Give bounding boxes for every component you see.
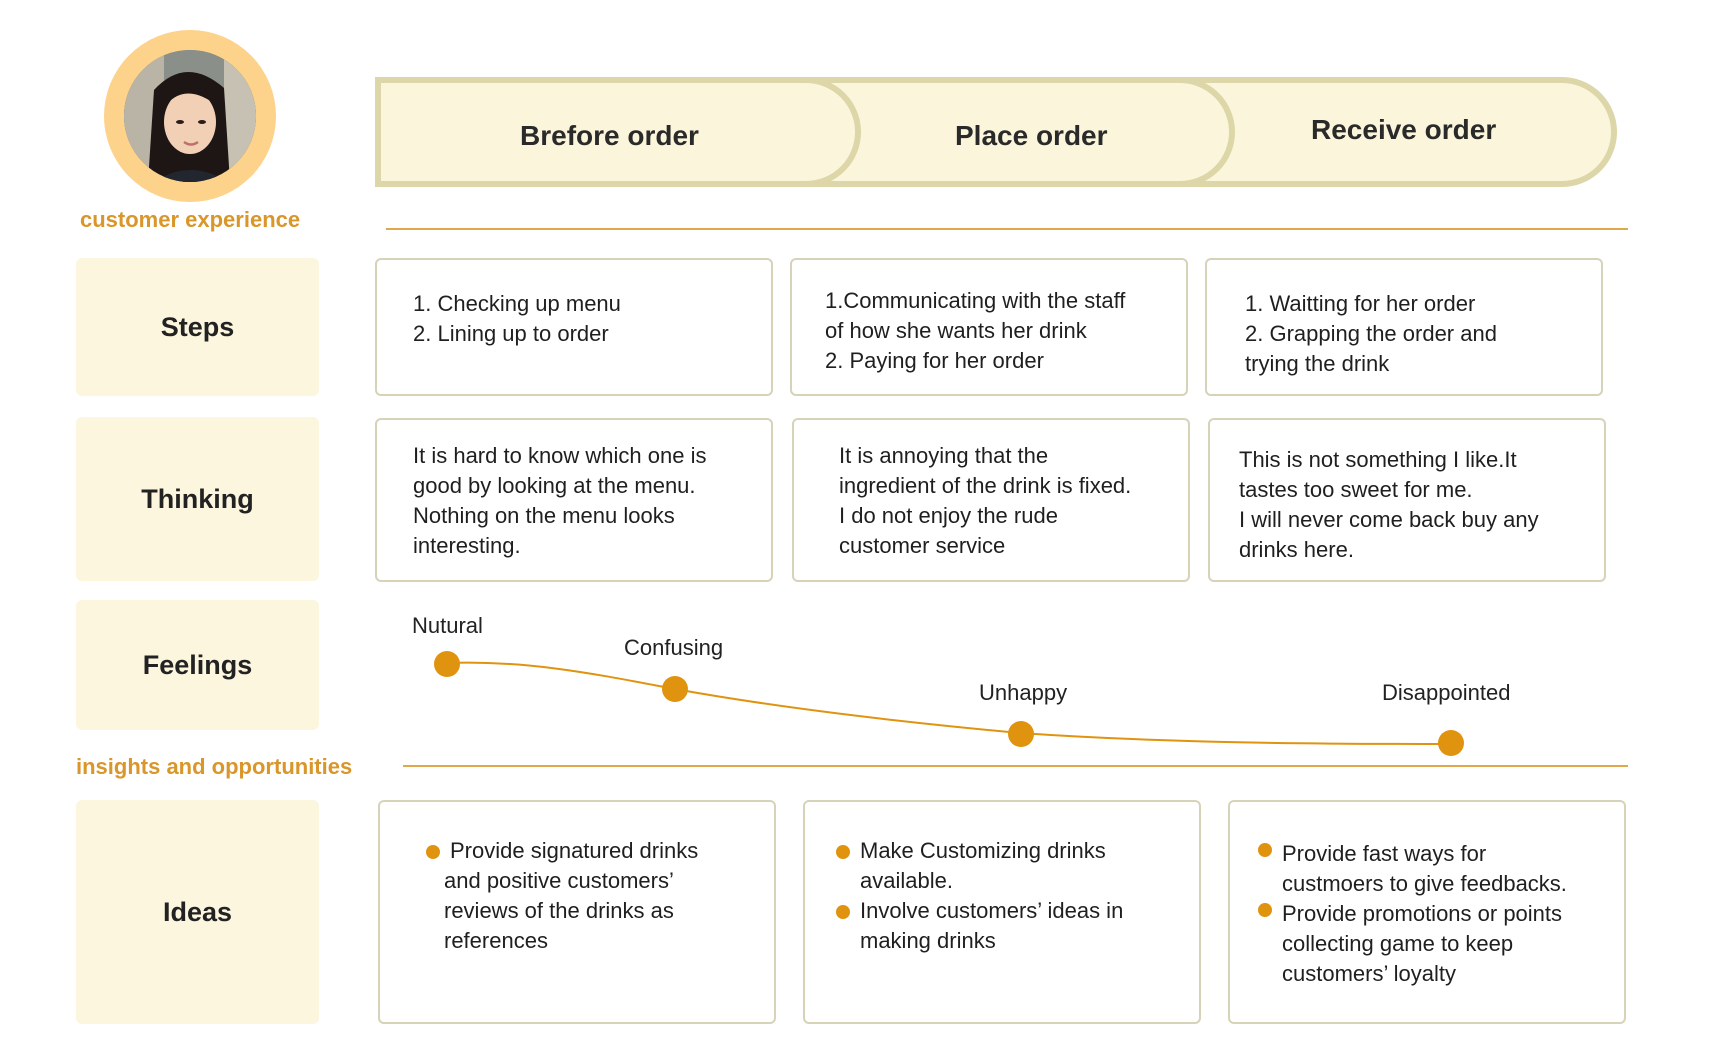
feeling-label-confusing: Confusing xyxy=(624,635,724,660)
bullet-dot-icon xyxy=(426,845,440,859)
idea-line: Provide promotions or points xyxy=(1282,901,1563,926)
stage-shape-receive xyxy=(1127,77,1617,187)
steps-card-2: 1.Communicating with the staff of how sh… xyxy=(790,258,1188,396)
stage-arrows xyxy=(375,77,1617,187)
idea-line: Make Customizing drinks xyxy=(860,838,1106,863)
idea-line: Provide signatured drinks xyxy=(450,838,699,863)
idea-line: custmoers to give feedbacks. xyxy=(1282,871,1567,896)
ideas-card-3: Provide fast ways for custmoers to give … xyxy=(1228,800,1626,1024)
stage-shape-place xyxy=(752,77,1235,187)
thinking-card-2-line: customer service xyxy=(839,533,1006,558)
feeling-point-disappointed xyxy=(1438,730,1464,756)
steps-card-3-line: 1. Waitting for her order xyxy=(1245,291,1476,316)
idea-line: Involve customers’ ideas in xyxy=(860,898,1124,923)
thinking-card-2-line: ingredient of the drink is fixed. xyxy=(839,473,1132,498)
row-label-steps: Steps xyxy=(76,258,319,396)
steps-card-1-line: 2. Lining up to order xyxy=(413,321,609,346)
stage-place-order: Place order xyxy=(955,120,1108,151)
feeling-point-neutral xyxy=(434,651,460,677)
thinking-card-3-line: I will never come back buy any xyxy=(1239,507,1539,532)
steps-card-2-line: 2. Paying for her order xyxy=(825,348,1044,373)
thinking-card-1-line: It is hard to know which one is xyxy=(413,443,707,468)
steps-card-1-line: 1. Checking up menu xyxy=(413,291,621,316)
feeling-point-confusing xyxy=(662,676,688,702)
thinking-card-2: It is annoying that the ingredient of th… xyxy=(792,418,1190,582)
feelings-curve xyxy=(446,661,1451,745)
steps-card-3-line: trying the drink xyxy=(1245,351,1390,376)
stage-before-order: Brefore order xyxy=(520,120,699,151)
feeling-point-unhappy xyxy=(1008,721,1034,747)
thinking-card-2-line: It is annoying that the xyxy=(839,443,1049,468)
customer-experience-label: customer experience xyxy=(80,207,301,232)
row-label-thinking: Thinking xyxy=(76,417,319,581)
steps-card-3: 1. Waitting for her order 2. Grapping th… xyxy=(1205,258,1603,396)
bullet-dot-icon xyxy=(1258,843,1272,857)
thinking-card-3-line: tastes too sweet for me. xyxy=(1239,477,1473,502)
ideas-card-2: Make Customizing drinks available. Invol… xyxy=(803,800,1201,1024)
thinking-card-2-line: I do not enjoy the rude xyxy=(839,503,1058,528)
feeling-label-neutral: Nutural xyxy=(412,613,483,638)
idea-line: collecting game to keep xyxy=(1282,931,1514,956)
idea-item: Provide signatured drinks and positive c… xyxy=(426,836,774,956)
steps-card-2-line: of how she wants her drink xyxy=(825,318,1087,343)
insights-label: insights and opportunities xyxy=(76,754,353,779)
idea-line: available. xyxy=(860,868,953,893)
idea-item: Make Customizing drinks available. xyxy=(836,836,1199,896)
idea-line: customers’ loyalty xyxy=(1282,961,1457,986)
idea-line: making drinks xyxy=(860,928,996,953)
idea-item: Provide fast ways for custmoers to give … xyxy=(1258,839,1624,899)
thinking-card-1-line: good by looking at the menu. xyxy=(413,473,696,498)
divider-top xyxy=(386,228,1628,230)
thinking-card-1-line: interesting. xyxy=(413,533,521,558)
bullet-dot-icon xyxy=(1258,903,1272,917)
idea-line: Provide fast ways for xyxy=(1282,841,1487,866)
thinking-card-3: This is not something I like.It tastes t… xyxy=(1208,418,1606,582)
steps-card-3-line: 2. Grapping the order and xyxy=(1245,321,1497,346)
idea-line: and positive customers’ xyxy=(444,868,674,893)
steps-card-2-line: 1.Communicating with the staff xyxy=(825,288,1126,313)
steps-card-1: 1. Checking up menu 2. Lining up to orde… xyxy=(375,258,773,396)
thinking-card-1-line: Nothing on the menu looks xyxy=(413,503,675,528)
thinking-card-3-line: drinks here. xyxy=(1239,537,1354,562)
bullet-dot-icon xyxy=(836,845,850,859)
row-label-ideas: Ideas xyxy=(76,800,319,1024)
stage-shape-before xyxy=(375,77,861,187)
feeling-label-unhappy: Unhappy xyxy=(979,680,1068,705)
bullet-dot-icon xyxy=(836,905,850,919)
ideas-card-1: Provide signatured drinks and positive c… xyxy=(378,800,776,1024)
divider-insights xyxy=(403,765,1628,767)
idea-line: reviews of the drinks as xyxy=(444,898,674,923)
idea-item: Provide promotions or points collecting … xyxy=(1258,899,1624,989)
thinking-card-1: It is hard to know which one is good by … xyxy=(375,418,773,582)
feeling-label-disappointed: Disappointed xyxy=(1382,680,1511,705)
stage-receive-order: Receive order xyxy=(1311,114,1497,145)
idea-item: Involve customers’ ideas in making drink… xyxy=(836,896,1199,956)
row-label-feelings: Feelings xyxy=(76,600,319,730)
idea-line: references xyxy=(444,928,548,953)
thinking-card-3-line: This is not something I like.It xyxy=(1239,447,1517,472)
